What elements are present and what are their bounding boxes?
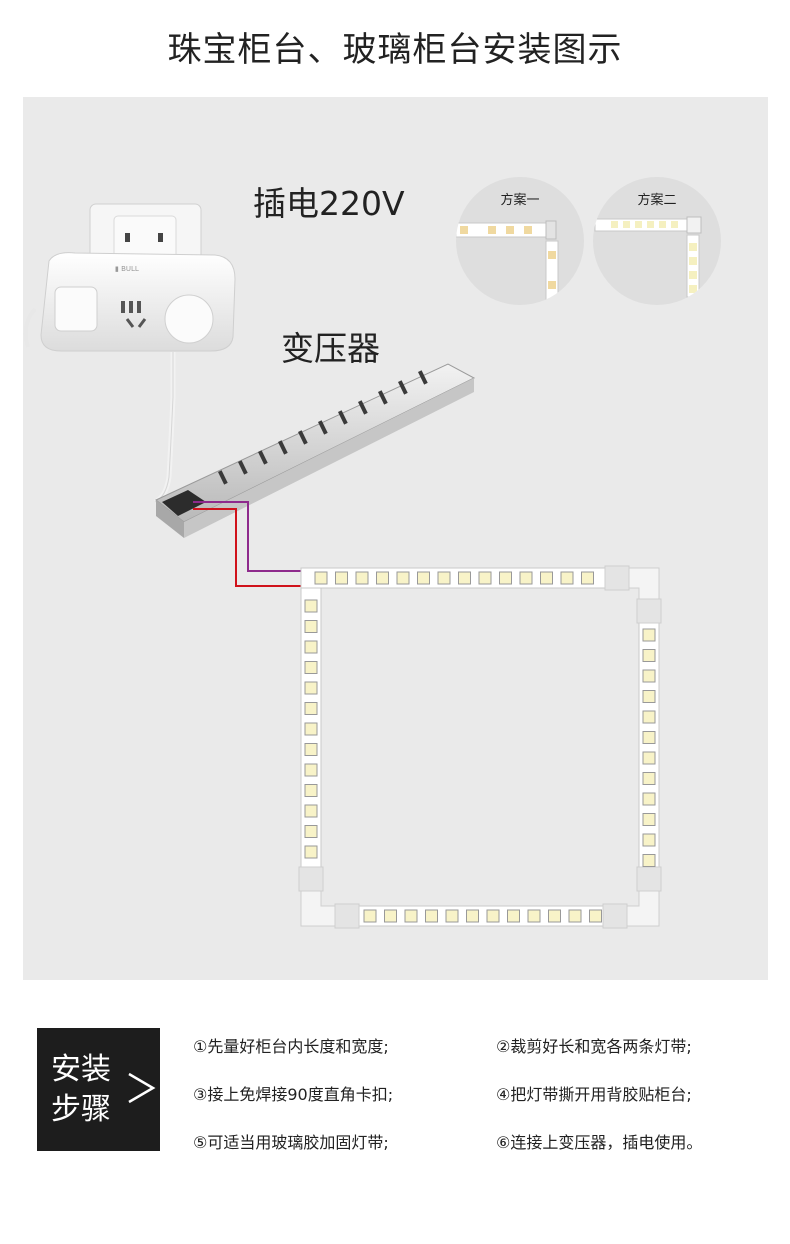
led-chip [364, 910, 376, 922]
led-chip [305, 764, 317, 776]
chevron-right-icon [125, 1068, 157, 1108]
led-chip [643, 855, 655, 867]
led-chip [643, 691, 655, 703]
led-chip [590, 910, 602, 922]
led-chip [508, 910, 520, 922]
led-chip [305, 785, 317, 797]
step-3: ③接上免焊接90度直角卡扣; [193, 1081, 393, 1105]
led-chip [397, 572, 409, 584]
led-chip [336, 572, 348, 584]
led-chip [643, 670, 655, 682]
led-chip [643, 773, 655, 785]
led-chip [305, 600, 317, 612]
step-4: ④把灯带撕开用背胶贴柜台; [496, 1081, 692, 1105]
led-chip [305, 641, 317, 653]
step-1: ①先量好柜台内长度和宽度; [193, 1033, 389, 1057]
scheme-two-strip-icon [593, 177, 721, 305]
step-5: ⑤可适当用玻璃胶加固灯带; [193, 1129, 389, 1153]
step-6: ⑥连接上变压器，插电使用。 [496, 1129, 702, 1153]
led-chip [305, 846, 317, 858]
led-chip [500, 572, 512, 584]
led-chip [438, 572, 450, 584]
led-chip [520, 572, 532, 584]
steps-heading: 安装 步骤 [51, 1050, 111, 1130]
step-2: ②裁剪好长和宽各两条灯带; [496, 1033, 692, 1057]
led-chip [305, 826, 317, 838]
led-chip [446, 910, 458, 922]
led-chip [305, 723, 317, 735]
scheme-two-preview: 方案二 [593, 177, 721, 305]
led-chip [305, 805, 317, 817]
led-chip [305, 662, 317, 674]
led-chip [643, 793, 655, 805]
led-chip [487, 910, 499, 922]
steps-heading-line2: 步骤 [51, 1090, 111, 1130]
led-chip [643, 834, 655, 846]
led-chip [643, 732, 655, 744]
led-chip [405, 910, 417, 922]
led-chip [643, 814, 655, 826]
steps-heading-line1: 安装 [51, 1050, 111, 1090]
led-chip [549, 910, 561, 922]
installation-diagram: ▮ BULL [23, 97, 768, 980]
page-title: 珠宝柜台、玻璃柜台安装图示 [0, 22, 790, 71]
led-chip [541, 572, 553, 584]
led-chip [479, 572, 491, 584]
led-chip [643, 650, 655, 662]
led-chip [385, 910, 397, 922]
led-chip [305, 621, 317, 633]
led-chip [582, 572, 594, 584]
led-chip [643, 629, 655, 641]
scheme-one-preview: 方案一 [456, 177, 584, 305]
steps-heading-box: 安装 步骤 [37, 1028, 160, 1151]
led-chip [305, 744, 317, 756]
led-chip [569, 910, 581, 922]
led-chip [377, 572, 389, 584]
led-chip [528, 910, 540, 922]
transformer-label: 变压器 [281, 322, 380, 370]
led-chip [315, 572, 327, 584]
power-label: 插电220V [253, 177, 405, 225]
led-chip [643, 711, 655, 723]
led-chip [356, 572, 368, 584]
led-chip [418, 572, 430, 584]
led-chip [643, 752, 655, 764]
led-chip [426, 910, 438, 922]
scheme-one-strip-icon [456, 177, 584, 305]
led-chip [305, 682, 317, 694]
led-chip [467, 910, 479, 922]
led-chip [459, 572, 471, 584]
led-chip [305, 703, 317, 715]
led-chip [561, 572, 573, 584]
